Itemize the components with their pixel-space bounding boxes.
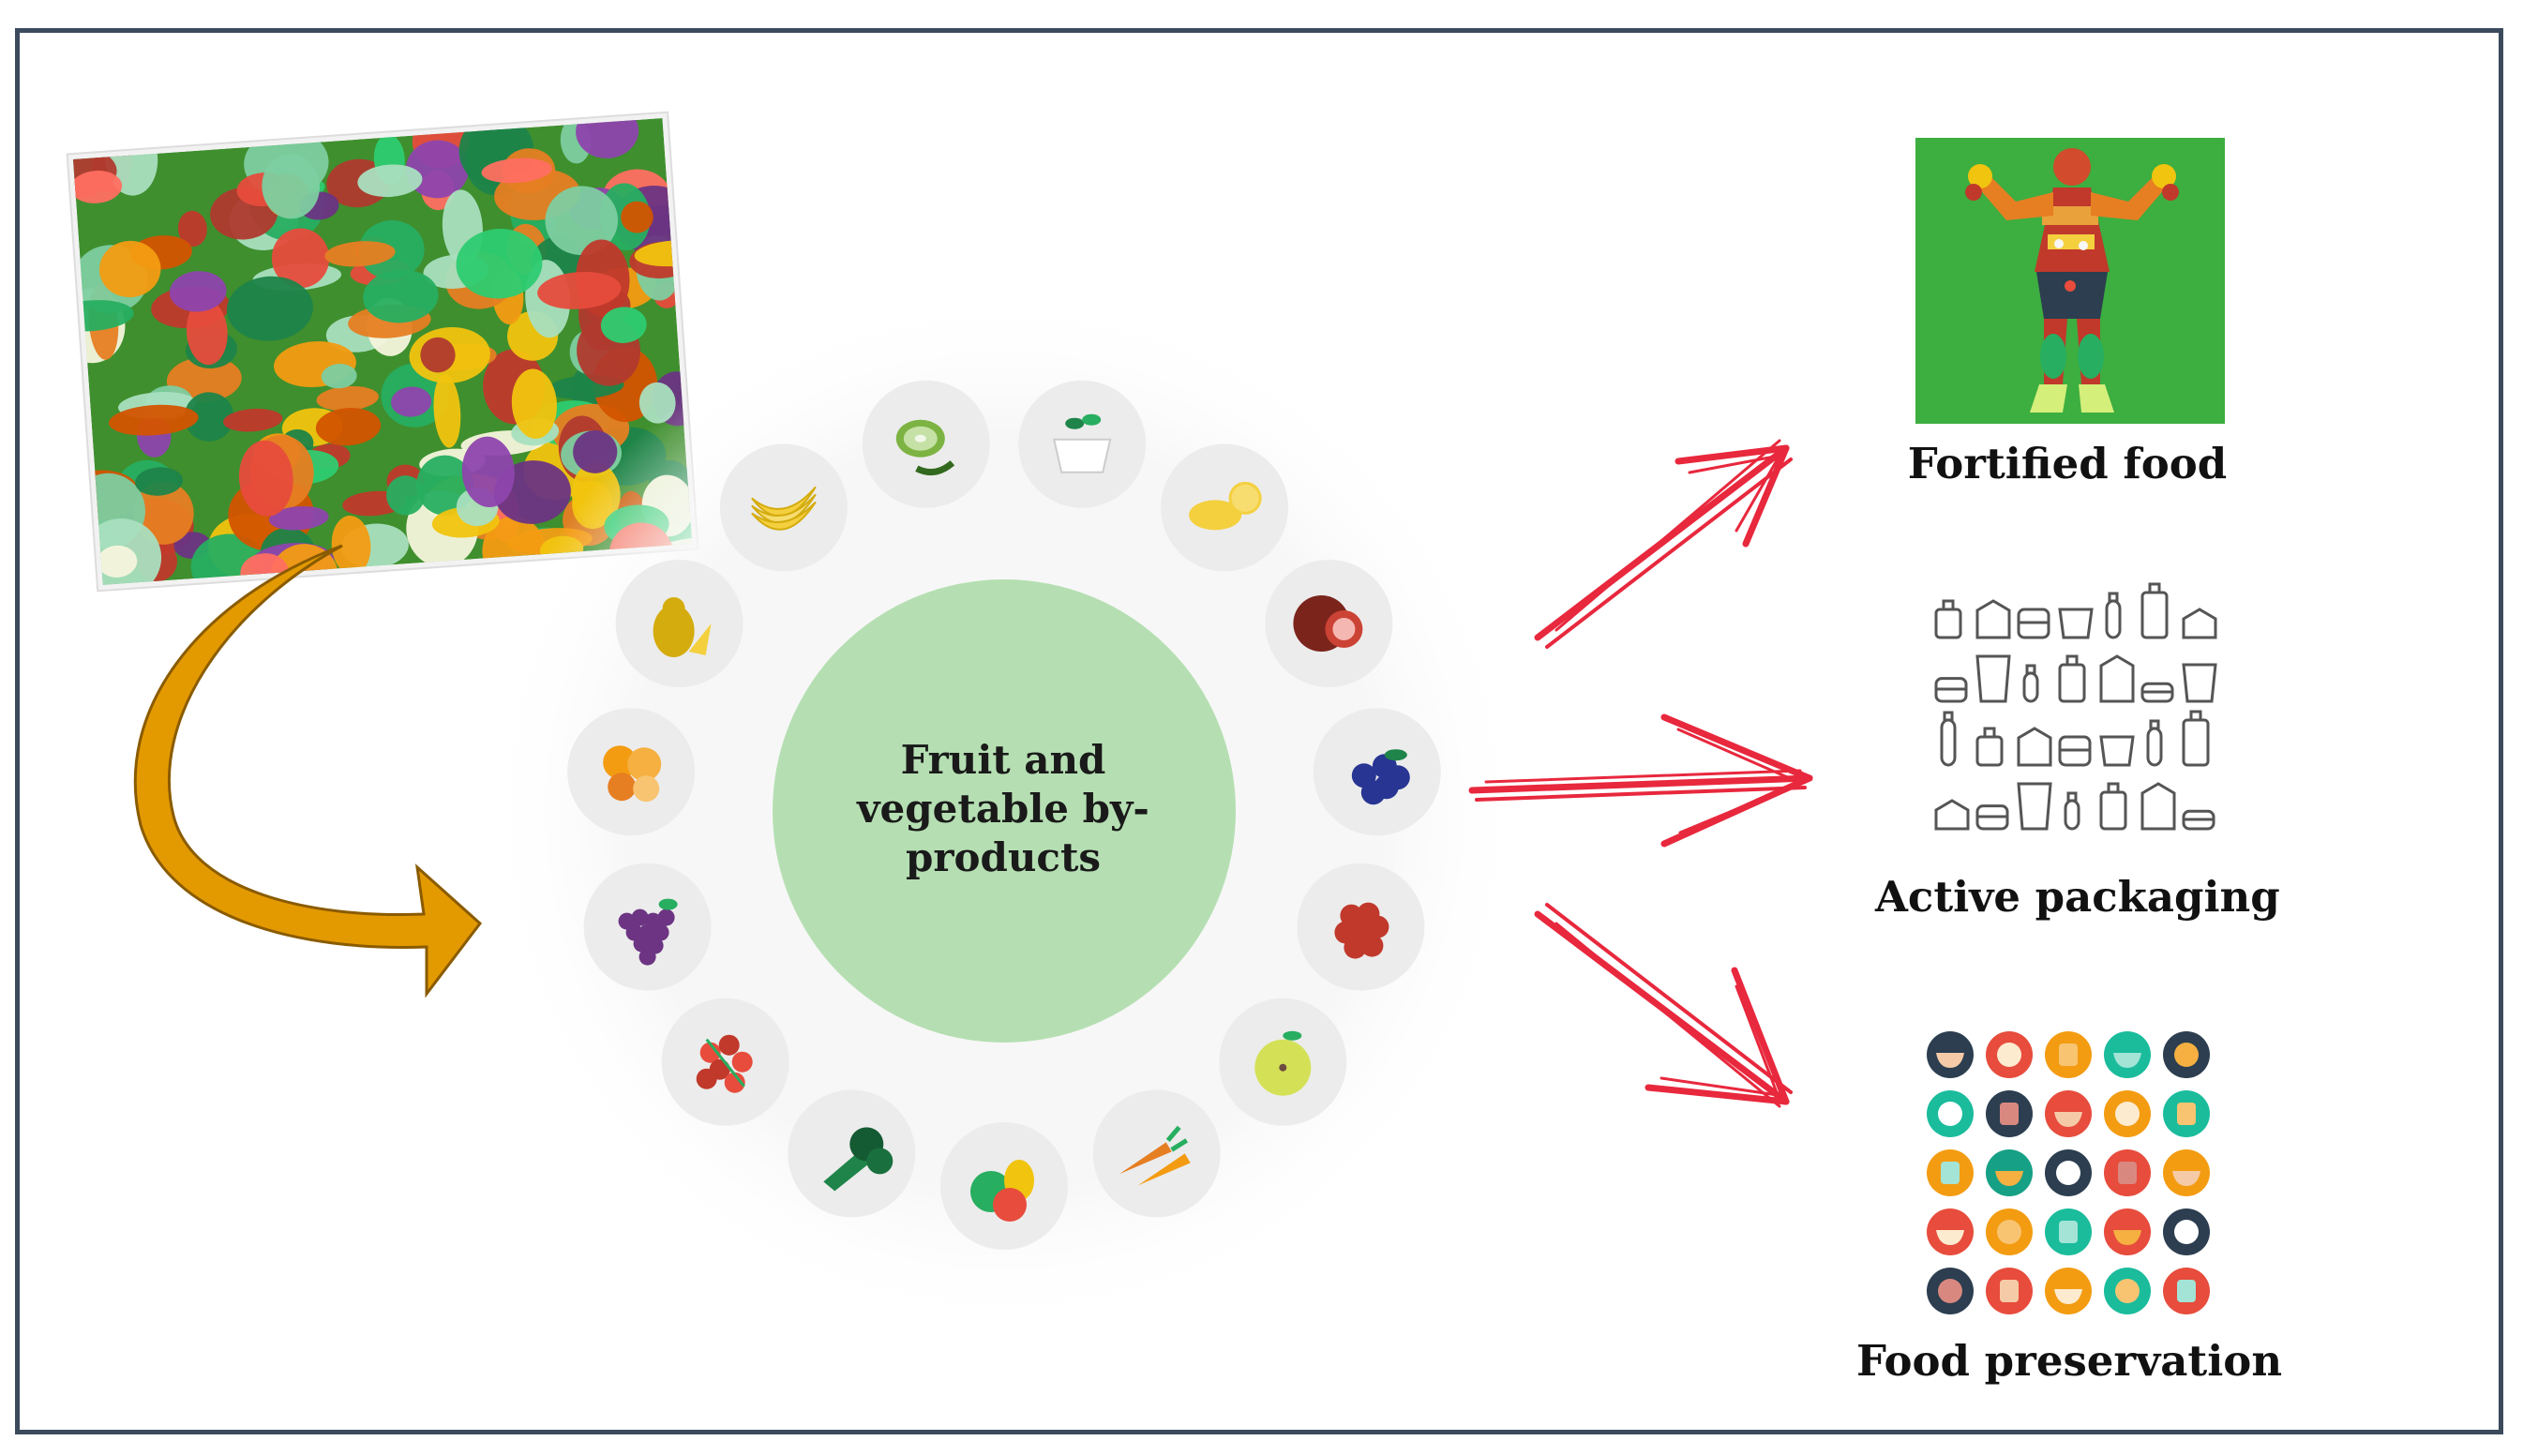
food-preservation-label: Food preservation — [1856, 1336, 2283, 1386]
tea-icon — [1018, 380, 1147, 508]
pear-icon — [615, 560, 743, 687]
packaging-grid-icon — [1934, 582, 2217, 831]
arrow-to-food-preservation — [1534, 903, 1793, 1108]
center-circle — [773, 579, 1236, 1043]
arrow-to-active-packaging — [1468, 713, 1813, 848]
orange-icon — [567, 708, 696, 836]
carrot-icon — [1092, 1089, 1221, 1218]
broccoli-icon — [788, 1089, 916, 1218]
kiwi-icon — [862, 380, 990, 508]
blueberry-icon — [1313, 708, 1441, 836]
curved-arrow — [133, 544, 483, 998]
fruit-icon-ring — [567, 380, 1441, 1250]
center-label-line: products — [905, 834, 1102, 880]
vegetables-photo-icon — [66, 111, 699, 593]
center-label-line: Fruit and — [900, 737, 1106, 783]
apple-icon — [1219, 998, 1347, 1126]
banana-icon — [719, 443, 848, 572]
raspberry-icon — [1297, 863, 1425, 991]
tomato-icon — [661, 998, 789, 1126]
center-label-line: vegetable by- — [857, 786, 1149, 832]
grape-icon — [583, 863, 712, 991]
lemon-icon — [1161, 443, 1289, 572]
fortified-food-label: Fortified food — [1907, 439, 2228, 488]
arrow-to-fortified-food — [1534, 439, 1793, 649]
red-arrows — [1468, 439, 1813, 1108]
center-label: Fruit and vegetable by- products — [816, 736, 1191, 882]
active-packaging-label: Active packaging — [1875, 872, 2280, 922]
pepper-icon — [940, 1122, 1068, 1250]
pomegranate-icon — [1265, 560, 1393, 687]
food-grid-icon — [1927, 1031, 2210, 1314]
fortified-food-figure-icon — [1915, 138, 2225, 424]
